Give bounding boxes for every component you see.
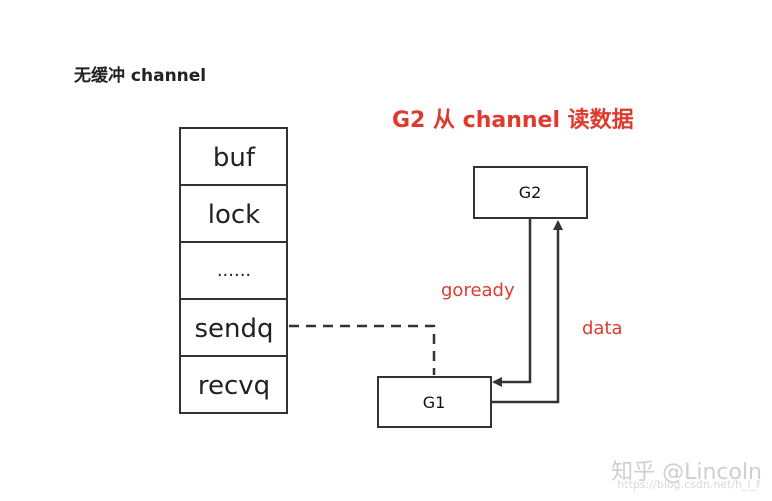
g1-label: G1	[423, 393, 446, 412]
diagram-heading: G2 从 channel 读数据	[392, 108, 634, 133]
g2-label: G2	[519, 183, 542, 202]
watermark-brand: 知乎 @Lincoln	[611, 460, 762, 485]
channel-field-ellipsis: ......	[217, 260, 251, 281]
channel-cell-recvq	[179, 355, 288, 414]
diagram-title: 无缓冲 channel	[74, 66, 207, 86]
channel-field-lock: lock	[208, 200, 260, 230]
channel-field-buf: buf	[213, 143, 256, 173]
data-arrow	[492, 220, 563, 404]
channel-struct: buf lock ...... sendq recvq	[179, 127, 288, 414]
watermark-url: https://blog.csdn.net/h_l_f	[617, 478, 760, 491]
goready-arrow	[492, 219, 532, 387]
g1-box	[377, 376, 492, 428]
g2-box	[473, 166, 588, 219]
data-label: data	[582, 318, 623, 339]
sendq-dashed-link	[289, 324, 436, 375]
channel-field-sendq: sendq	[194, 314, 273, 344]
goready-label: goready	[441, 280, 515, 301]
channel-field-recvq: recvq	[198, 371, 270, 401]
